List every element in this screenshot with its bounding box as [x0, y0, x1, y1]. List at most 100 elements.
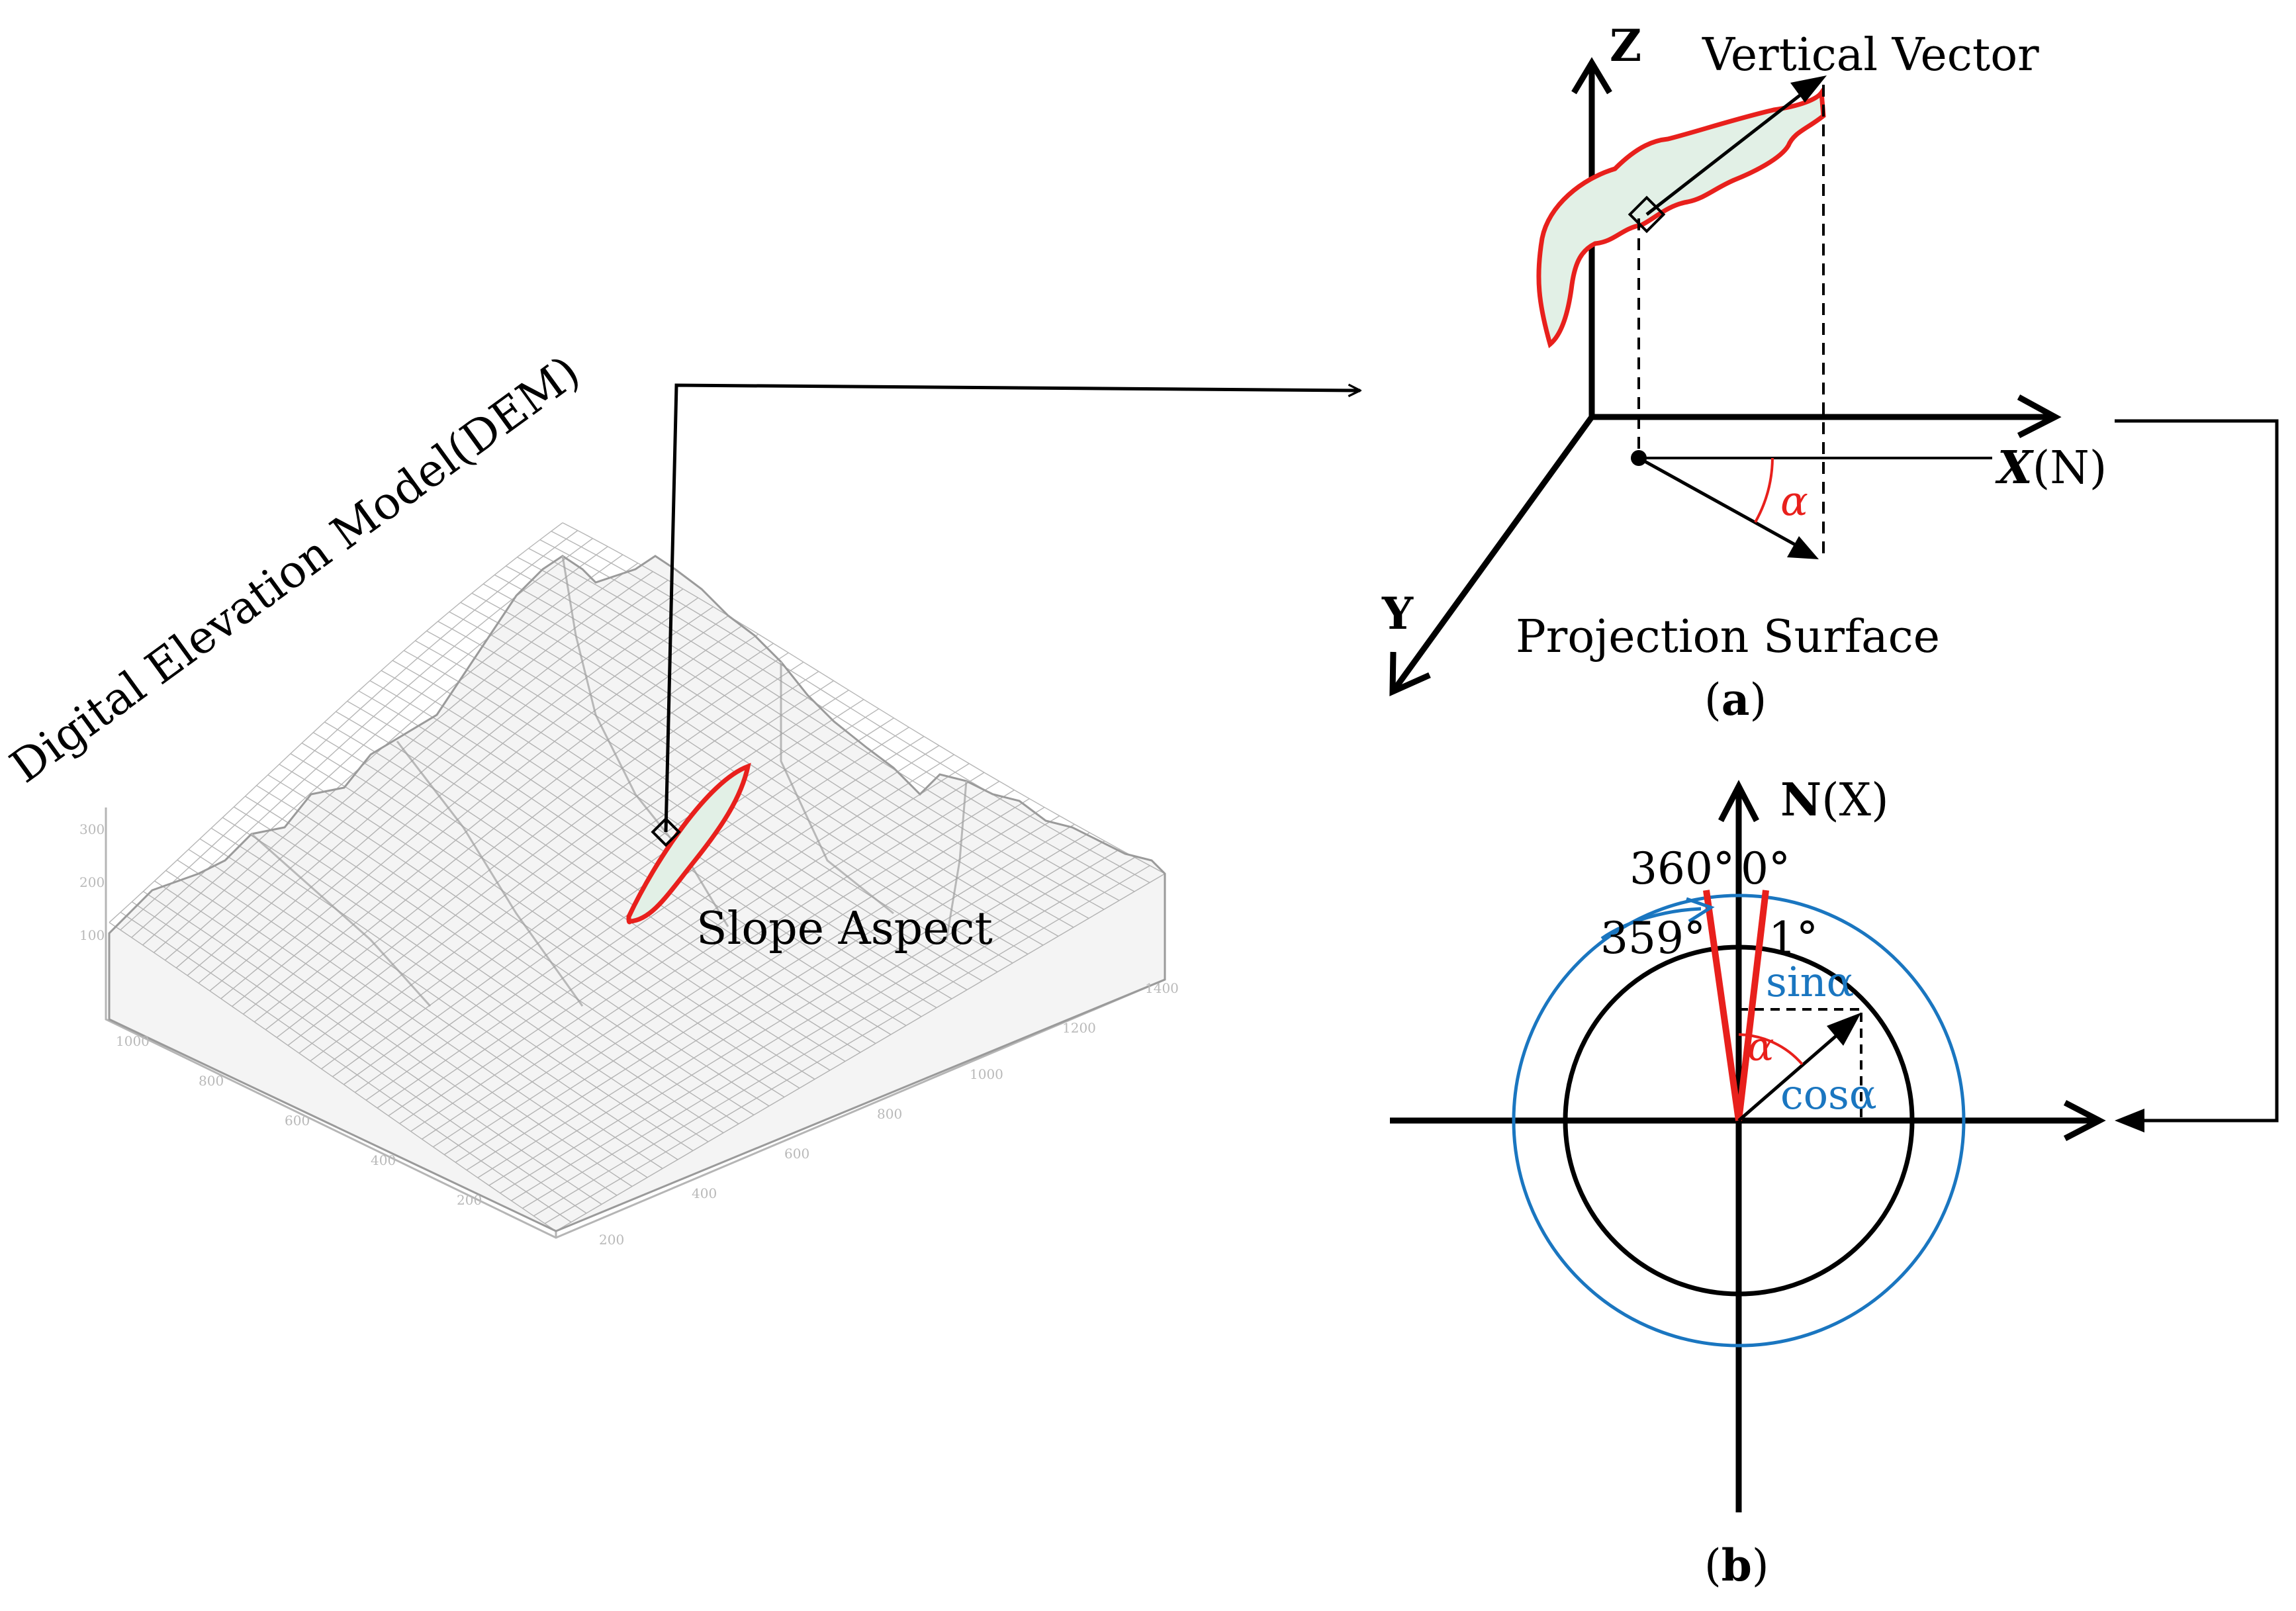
dem-mesh-line — [253, 633, 759, 1023]
dem-mesh-line — [455, 798, 1030, 1163]
dem-to-panel-a-connector — [664, 383, 1360, 833]
x-axis-3d-label: X(N) — [1995, 441, 2107, 494]
dem-mesh-line — [354, 717, 894, 1093]
dem-mesh-line — [209, 597, 699, 991]
north-axis-label-main: N — [1780, 774, 1821, 827]
dem-x-tick: 600 — [784, 1146, 809, 1162]
panel-b-alpha-arc — [1738, 1033, 1804, 1066]
slope-aspect-label: Slope Aspect — [696, 903, 993, 955]
dem-mesh-line — [544, 865, 1150, 1224]
dem-x-tick: 400 — [692, 1185, 717, 1201]
dem-terrain-surface — [108, 555, 1166, 1232]
dem-mesh-line — [131, 537, 593, 938]
dem-mesh-line — [433, 780, 1000, 1148]
z-axis-arrowhead — [1571, 57, 1612, 95]
panel-b-horizontal-arrowhead — [2063, 1100, 2106, 1141]
dem-mesh-line — [388, 745, 940, 1117]
dem-mesh-line — [500, 832, 1090, 1194]
dem-mesh-line — [198, 588, 684, 984]
panel-a-alpha-label: α — [1780, 477, 1808, 525]
label-0-degrees: 0° — [1741, 843, 1790, 894]
dem-mesh-line — [175, 571, 653, 968]
dem-mesh-line — [310, 680, 834, 1062]
cos-alpha-label: cosα — [1780, 1070, 1877, 1119]
wrap-arrow — [1600, 907, 1702, 941]
dem-mesh-line — [399, 754, 954, 1125]
caption-paren: ) — [1752, 1540, 1769, 1591]
panel-a-3d-projection: α Z Vertical Vector X(N) Y Projection Su… — [1381, 20, 2107, 725]
aspect-vector-arrowhead — [1827, 1013, 1861, 1046]
north-axis-label: N(X) — [1780, 774, 1889, 827]
north-axis-arrowhead — [1718, 780, 1759, 823]
dem-mesh-line — [298, 670, 819, 1054]
cos-alpha-text: cosα — [1780, 1070, 1877, 1119]
label-359-degrees: 359° — [1600, 913, 1706, 964]
dem-mesh-line — [120, 529, 578, 931]
vertical-vector — [1645, 83, 1815, 216]
dem-x-tick: 800 — [877, 1106, 902, 1122]
panel-a-alpha-arc — [1754, 457, 1774, 523]
dem-mesh-line — [410, 763, 970, 1132]
projection-surface-label: Projection Surface — [1516, 611, 1940, 663]
sin-alpha-text: sinα — [1766, 958, 1854, 1006]
caption-paren: ( — [1704, 1540, 1722, 1591]
dem-z-tick: 200 — [79, 874, 105, 890]
sector-1-line — [1735, 890, 1769, 1121]
dem-mesh-line — [142, 546, 608, 946]
wrap-arrowhead — [1686, 897, 1715, 923]
dem-z-tick: 300 — [79, 821, 105, 837]
dem-z-tick: 100 — [79, 927, 105, 943]
sin-alpha-label: sinα — [1766, 958, 1854, 1006]
dem-mesh-line — [533, 856, 1135, 1217]
x-axis-3d-label-main: X — [1995, 441, 2034, 494]
dem-mesh-line — [477, 815, 1060, 1178]
dem-x-tick: 1200 — [1062, 1020, 1096, 1036]
caption-letter: b — [1722, 1540, 1752, 1591]
dem-y-tick: 600 — [285, 1113, 310, 1128]
dem-x-tick: 1400 — [1145, 980, 1179, 996]
dem-mesh-line — [422, 772, 985, 1140]
panel-b-aspect-circle: α N(X) 360° 0° 359° 1° sinα cosα (b) — [1390, 774, 2106, 1591]
dem-mesh-line — [511, 841, 1105, 1201]
dem-mesh-line — [555, 873, 1166, 1232]
dem-mesh-line — [164, 563, 639, 961]
panel-a-to-panel-b-connector — [2115, 419, 2279, 1123]
y-axis-3d — [1393, 415, 1594, 690]
projected-vector — [1637, 456, 1805, 551]
dem-mesh-line — [522, 849, 1121, 1209]
dem-mesh-line — [287, 661, 804, 1046]
unit-circle — [1563, 944, 1915, 1297]
dem-mesh-line — [187, 580, 668, 976]
dem-mesh-line — [243, 624, 744, 1015]
caption-paren: ( — [1704, 674, 1722, 725]
dem-mesh-line — [377, 736, 925, 1109]
x-axis-3d-arrowhead — [2017, 394, 2062, 439]
dem-mesh-line — [443, 790, 1015, 1156]
dem-y-tick: 800 — [199, 1073, 224, 1089]
north-axis-label-paren: (X) — [1821, 774, 1888, 827]
dem-mesh-line — [488, 823, 1075, 1186]
sector-359-line — [1703, 890, 1742, 1121]
x-axis-3d-label-paren: (N) — [2033, 442, 2107, 494]
dem-surface-plot: 300 200 100 200 400 600 800 1000 1200 14… — [79, 522, 1179, 1248]
dem-axis-tick-labels: 300 200 100 200 400 600 800 1000 1200 14… — [79, 821, 1179, 1248]
dem-mesh-line — [109, 522, 563, 923]
aspect-circle — [1512, 894, 1966, 1348]
panel-b-caption: (b) — [1704, 1540, 1769, 1591]
dem-y-tick: 1000 — [116, 1033, 150, 1049]
dem-x-tick: 200 — [599, 1232, 624, 1248]
label-1-degree: 1° — [1768, 913, 1818, 964]
vertical-vector-label: Vertical Vector — [1702, 29, 2039, 81]
dem-mesh-line — [265, 643, 774, 1031]
dem-mesh-line — [276, 652, 789, 1038]
dem-mesh-line — [154, 554, 623, 953]
dem-mesh-line — [220, 606, 713, 999]
dem-mesh-line — [466, 807, 1045, 1171]
dem-mesh-line — [332, 699, 864, 1078]
y-axis-label: Y — [1381, 588, 1414, 639]
panel-b-alpha-label: α — [1747, 1024, 1774, 1070]
dem-x-tick: 1000 — [970, 1066, 1003, 1082]
dem-y-tick: 200 — [457, 1192, 482, 1208]
